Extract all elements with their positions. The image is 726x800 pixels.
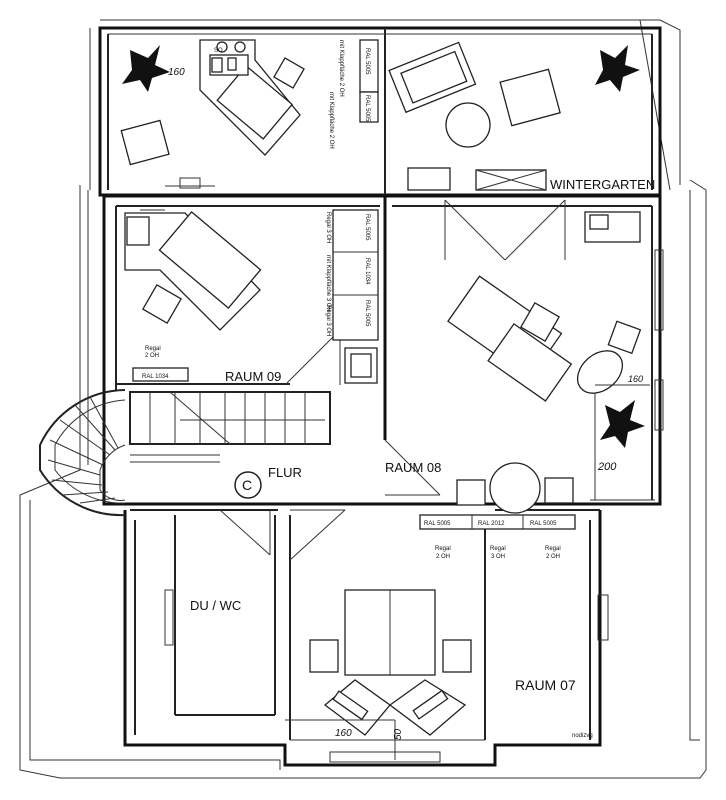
- regal-raum09: Regal: [145, 346, 161, 352]
- bottom-regal-3: Regal: [545, 546, 561, 552]
- bottom-ral-3: RAL 5005: [530, 521, 557, 527]
- dim-160-right: 160: [628, 374, 643, 384]
- dim-160-top: 160: [168, 67, 185, 78]
- circle-marker: C: [234, 471, 262, 499]
- vert-klapp-2: mit Klappfläche 2 OH: [328, 92, 334, 149]
- bottom-shelves: [419, 514, 576, 530]
- furniture-raum07: [309, 589, 472, 736]
- vert-klapp-mid: mit Klappfläche 3 OH: [325, 255, 331, 312]
- label-duwc: DU / WC: [190, 598, 241, 613]
- circle-marker-label: C: [242, 477, 252, 493]
- plant-icon: [122, 45, 170, 92]
- regal-raum09-sub: 2 OH: [145, 353, 159, 359]
- dim-160-bottom: 160: [335, 728, 352, 739]
- dim-200-right: 200: [597, 461, 617, 473]
- bottom-regal-1-sub: 2 OH: [436, 554, 450, 560]
- furniture-raum08: [447, 211, 645, 514]
- label-wintergarten: WINTERGARTEN: [550, 177, 655, 192]
- ral-5005-top-1: RAL 5005: [364, 48, 370, 75]
- label-flur: FLUR: [268, 465, 302, 480]
- vert-klapp-1: mit Klappfläche 2 OH: [338, 40, 344, 97]
- bottom-regal-1: Regal: [435, 546, 451, 552]
- furniture-wintergarten: [388, 41, 640, 148]
- plant-icon: [600, 400, 645, 448]
- bottom-regal-2-sub: 3 OH: [491, 554, 505, 560]
- bottom-regal-2: Regal: [490, 546, 506, 552]
- bottom-ral-1: RAL 5005: [424, 521, 451, 527]
- vert-regal-mid-2: Regal 3 OH: [325, 305, 331, 336]
- dimension-lines: [140, 209, 655, 760]
- ral-5005-mid-2: RAL 5005: [364, 300, 370, 327]
- middle-walls: [102, 194, 664, 506]
- furniture-top-left: [120, 39, 379, 166]
- label-raum09: RAUM 09: [225, 369, 281, 384]
- bottom-regal-3-sub: 2 OH: [546, 554, 560, 560]
- vert-regal-mid-1: Regal 3 OH: [325, 212, 331, 243]
- bottom-walls: [123, 509, 609, 767]
- stair-treads: [47, 396, 119, 504]
- ral-5005-mid-1: RAL 5005: [364, 214, 370, 241]
- label-raum07: RAUM 07: [515, 677, 576, 693]
- dim-50-bottom: 50: [393, 728, 404, 740]
- furniture-raum09: [124, 209, 379, 384]
- staircase: [39, 389, 331, 517]
- ral-1034-raum09: RAL 1034: [142, 374, 169, 380]
- so-label: SO: [214, 48, 223, 54]
- ral-5005-top-2: RAL 5005: [364, 95, 370, 122]
- label-raum08: RAUM 08: [385, 460, 441, 475]
- ral-1034-mid: RAL 1034: [364, 258, 370, 285]
- bottom-ral-2: RAL 2012: [478, 521, 505, 527]
- top-rooms: [98, 26, 662, 197]
- plant-icon: [595, 45, 640, 92]
- stair-straight-treads: [130, 391, 325, 463]
- stamp-label: nodizvg: [572, 733, 593, 739]
- outer-outline: [19, 19, 707, 779]
